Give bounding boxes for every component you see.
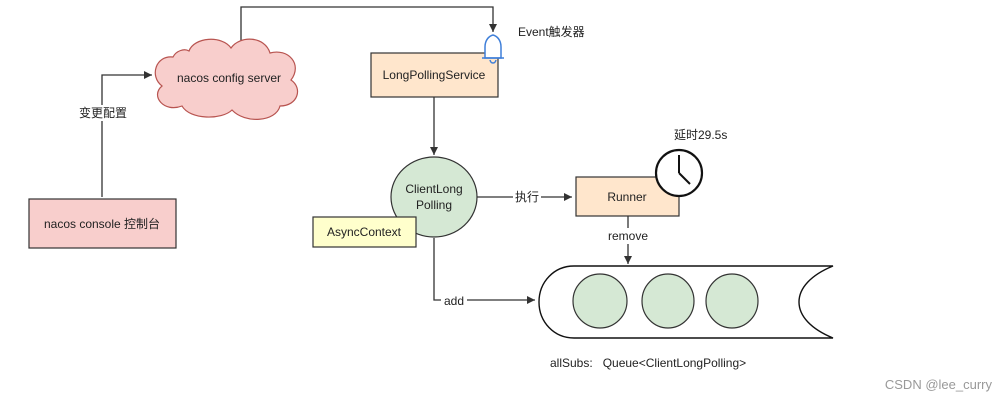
edge-client-to-queue bbox=[433, 238, 535, 304]
execute-label-bg bbox=[513, 189, 541, 205]
add-label-bg bbox=[441, 293, 467, 309]
remove-label: remove bbox=[608, 229, 648, 243]
execute-label: 执行 bbox=[515, 190, 539, 204]
queue-cylinder bbox=[538, 265, 834, 339]
queue-label: allSubs: Queue<ClientLongPolling> bbox=[550, 356, 746, 370]
remove-label-bg bbox=[604, 228, 652, 244]
event-trigger-label: Event触发器 bbox=[518, 24, 585, 39]
queue-item bbox=[641, 273, 695, 329]
clock-icon bbox=[654, 148, 704, 198]
async-context-node: AsyncContext bbox=[312, 216, 417, 248]
add-label: add bbox=[444, 294, 464, 308]
delay-label: 延时29.5s bbox=[674, 128, 727, 142]
console-label: nacos console 控制台 bbox=[44, 216, 160, 231]
queue-item bbox=[572, 273, 628, 329]
console-node: nacos console 控制台 bbox=[28, 198, 177, 249]
edge-server-to-service bbox=[240, 6, 497, 53]
edge-console-to-server bbox=[101, 71, 152, 197]
long-polling-service-node: LongPollingService bbox=[370, 52, 499, 98]
change-config-label: 变更配置 bbox=[79, 105, 127, 120]
long-polling-service-label: LongPollingService bbox=[383, 68, 486, 82]
queue-item bbox=[705, 273, 759, 329]
client-long-polling-label-2: Polling bbox=[416, 198, 452, 212]
bell-icon bbox=[482, 34, 504, 64]
client-long-polling-label-1: ClientLong bbox=[405, 182, 462, 196]
config-server-cloud: nacos config server bbox=[154, 38, 299, 120]
change-config-label-bg bbox=[78, 105, 128, 121]
async-context-label: AsyncContext bbox=[327, 225, 402, 239]
runner-label: Runner bbox=[607, 190, 646, 204]
config-server-label: nacos config server bbox=[177, 71, 281, 85]
watermark: CSDN @lee_curry bbox=[885, 377, 993, 392]
